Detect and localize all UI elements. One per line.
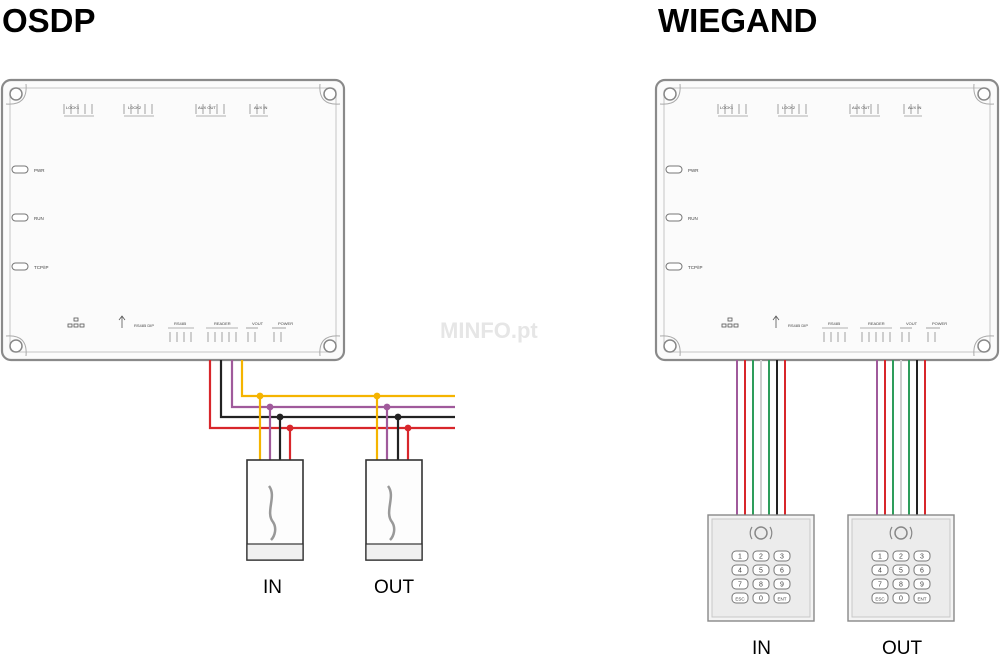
- keypad-key-label: 4: [878, 568, 882, 575]
- w-lock2-label: LOCK2: [782, 105, 796, 110]
- keypad-key-label: ESC: [735, 597, 745, 602]
- tcpip-led-label: TCP/IP: [34, 265, 49, 270]
- keypad-key-label: 3: [780, 554, 784, 561]
- pwr-led-label: PWR: [34, 168, 45, 173]
- w-reader-label: READER: [868, 321, 885, 326]
- w-vout-label: VOUT: [906, 321, 918, 326]
- keypad-key: [773, 564, 791, 576]
- keypad-key-label: 9: [920, 582, 924, 589]
- osdp-out-label: OUT: [374, 577, 415, 598]
- keypad-key-label: 7: [878, 582, 882, 589]
- rs485-label: RS485: [174, 321, 187, 326]
- keypad-key: [731, 550, 749, 562]
- wiegand-title: WIEGAND: [658, 2, 818, 39]
- osdp-reader-in: [245, 458, 305, 562]
- keypad-key-label: ENT: [778, 597, 787, 602]
- keypad-key-label: 4: [738, 568, 742, 575]
- keypad-key-label: 0: [899, 596, 903, 603]
- keypad-key: [752, 564, 770, 576]
- keypad-key: [752, 592, 770, 604]
- keypad-key: [892, 550, 910, 562]
- keypad-key-label: 6: [780, 568, 784, 575]
- osdp-in-label: IN: [263, 577, 282, 598]
- osdp-controller: LOCK1 LOCK2 AUX OUT AUX IN PWR RUN TCP/I…: [0, 78, 346, 362]
- keypad-key: [892, 578, 910, 590]
- keypad-key: [913, 564, 931, 576]
- keypad-key-label: 1: [738, 554, 742, 561]
- aux-in-label: AUX IN: [254, 105, 267, 110]
- reader-label: READER: [214, 321, 231, 326]
- keypad-key: [892, 564, 910, 576]
- w-tcpip-led-label: TCP/IP: [688, 265, 703, 270]
- keypad-key-label: 7: [738, 582, 742, 589]
- keypad-key: [773, 550, 791, 562]
- wiegand-controller: LOCK1 LOCK2 AUX OUT AUX IN PWR RUN TCP/I…: [654, 78, 1000, 362]
- wiegand-out-label: OUT: [882, 638, 923, 659]
- w-aux-in-label: AUX IN: [908, 105, 921, 110]
- w-lock1-label: LOCK1: [720, 105, 734, 110]
- keypad-key: [752, 550, 770, 562]
- power-label: POWER: [278, 321, 293, 326]
- keypad-key-label: 6: [920, 568, 924, 575]
- keypad-key: [871, 564, 889, 576]
- keypad-key: [752, 578, 770, 590]
- vout-label: VOUT: [252, 321, 264, 326]
- keypad-key: [731, 578, 749, 590]
- keypad-key: [913, 550, 931, 562]
- w-power-label: POWER: [932, 321, 947, 326]
- keypad-key-label: 1: [878, 554, 882, 561]
- osdp-wires: [208, 360, 455, 460]
- keypad-key-label: 2: [899, 554, 903, 561]
- w-pwr-led-label: PWR: [688, 168, 699, 173]
- keypad-key: [731, 592, 749, 604]
- w-rs485-label: RS485: [828, 321, 841, 326]
- wiegand-in-label: IN: [752, 638, 771, 659]
- keypad-key: [773, 592, 791, 604]
- keypad-key-label: 3: [920, 554, 924, 561]
- lock1-label: LOCK1: [66, 105, 80, 110]
- wiegand-wires-out: [876, 360, 926, 515]
- keypad-key: [871, 578, 889, 590]
- keypad-key: [871, 550, 889, 562]
- keypad-key: [892, 592, 910, 604]
- keypad-key-label: 5: [759, 568, 763, 575]
- keypad-key-label: 2: [759, 554, 763, 561]
- dip-label: RS485 DIP: [134, 323, 154, 328]
- keypad-key: [773, 578, 791, 590]
- keypad-key: [913, 592, 931, 604]
- lock2-label: LOCK2: [128, 105, 142, 110]
- w-aux-out-label: AUX OUT: [852, 105, 870, 110]
- osdp-junction-dots: [256, 392, 412, 432]
- osdp-reader-out: [364, 458, 424, 562]
- aux-out-label: AUX OUT: [198, 105, 216, 110]
- keypad-key-label: 8: [759, 582, 763, 589]
- watermark: MINFO.pt: [440, 318, 538, 343]
- keypad-key-label: 5: [899, 568, 903, 575]
- keypad-key-label: 0: [759, 596, 763, 603]
- wiegand-wires-in: [736, 360, 786, 515]
- w-run-led-label: RUN: [688, 216, 698, 221]
- keypad-key: [871, 592, 889, 604]
- osdp-title: OSDP: [2, 2, 96, 39]
- keypad-key-label: ESC: [875, 597, 885, 602]
- keypad-key: [731, 564, 749, 576]
- keypad-key-label: 8: [899, 582, 903, 589]
- w-dip-label: RS485 DIP: [788, 323, 808, 328]
- keypad-key-label: ENT: [918, 597, 927, 602]
- keypad-key: [913, 578, 931, 590]
- keypad-key-label: 9: [780, 582, 784, 589]
- run-led-label: RUN: [34, 216, 44, 221]
